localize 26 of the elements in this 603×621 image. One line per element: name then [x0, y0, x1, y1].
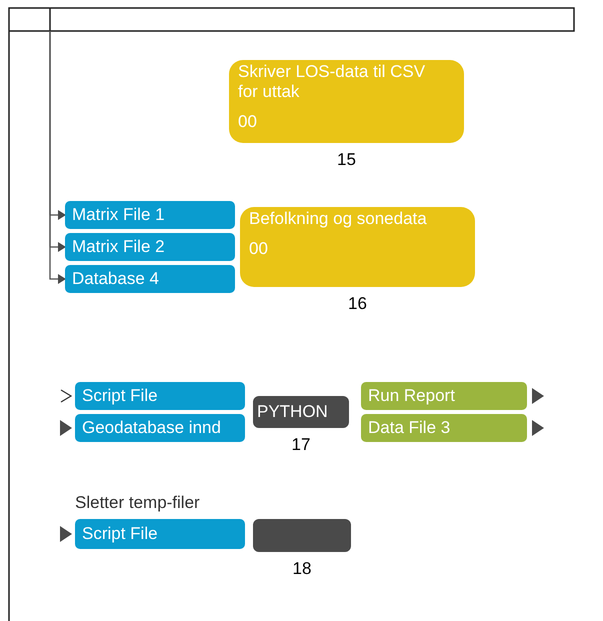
box-label: Matrix File 2 [72, 237, 166, 257]
input-file-box [75, 414, 245, 442]
box-label: Geodatabase innd [82, 418, 222, 438]
box-label: Befolkning og sonedata [249, 209, 428, 229]
box-label: Script File [82, 524, 159, 544]
group-caption: Sletter temp-filer [75, 492, 200, 514]
box-label: Matrix File 1 [72, 205, 166, 225]
input-file-box [65, 265, 235, 293]
output-file-box [361, 414, 527, 442]
output-file-box [361, 382, 527, 410]
step-number: 17 [290, 434, 312, 456]
input-file-box [65, 201, 235, 229]
step-number: 16 [347, 293, 368, 315]
box-label: Database 4 [72, 269, 160, 289]
step-number: 15 [336, 149, 357, 171]
box-label: Run Report [368, 386, 456, 406]
status-code: 00 [249, 239, 269, 259]
box-label: Data File 3 [368, 418, 452, 438]
input-file-box [75, 382, 245, 410]
input-file-box [65, 233, 235, 261]
box-label: Skriver LOS-data til CSV for uttak [238, 62, 426, 102]
step-number: 18 [292, 558, 312, 580]
box-label: Script File [82, 386, 159, 406]
status-code: 00 [238, 112, 258, 132]
input-file-box [75, 519, 245, 549]
box-label: PYTHON [257, 402, 329, 422]
